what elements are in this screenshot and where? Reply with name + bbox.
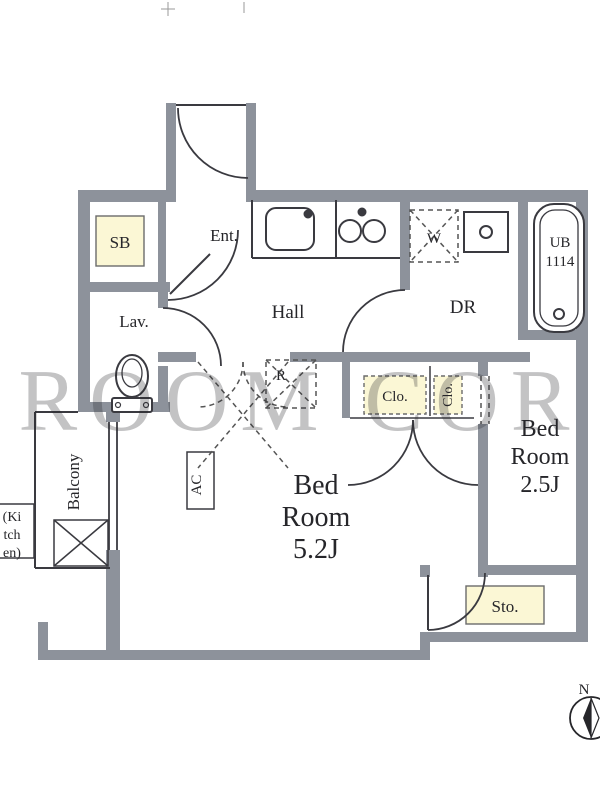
kitchen-partial-label-3: en) bbox=[3, 546, 21, 561]
toilet-icon bbox=[111, 354, 153, 413]
dressing-room-label: DR bbox=[450, 297, 477, 318]
hall-label: Hall bbox=[272, 302, 305, 323]
kitchen-partial-label-1: (Ki bbox=[3, 510, 22, 525]
fridge-label: R bbox=[276, 368, 286, 384]
sink-icon bbox=[265, 207, 315, 251]
entry-door-arc bbox=[167, 229, 239, 301]
compass-north-label: N bbox=[579, 682, 590, 698]
entrance-label: Ent. bbox=[210, 226, 238, 245]
walls bbox=[38, 103, 588, 660]
balcony-window bbox=[108, 422, 118, 550]
lavatory-label: Lav. bbox=[119, 312, 149, 331]
sb-label: SB bbox=[110, 233, 131, 252]
kitchen-partial-label-2: tch bbox=[3, 528, 20, 543]
entry-step-line bbox=[169, 253, 211, 295]
balcony-label: Balcony bbox=[64, 453, 83, 510]
washer-label: W bbox=[427, 231, 442, 247]
labels: SB Ent. Hall Lav. W DR UB 1114 R Clo. Cl… bbox=[3, 226, 575, 616]
bedroom-second-label-2: Room bbox=[511, 444, 570, 470]
door-arcs bbox=[162, 107, 486, 631]
closet2-box bbox=[433, 375, 463, 415]
bedroom-second-label-1: Bed bbox=[521, 416, 560, 442]
ac-box bbox=[186, 451, 215, 510]
compass-icon: N bbox=[569, 682, 600, 740]
fixtures bbox=[0, 203, 585, 559]
bedroom-main-label-1: Bed bbox=[293, 470, 338, 501]
dashed-elements bbox=[197, 209, 490, 469]
watermark-text: ROOM COR bbox=[19, 353, 582, 450]
unit-bath-label-1: UB bbox=[550, 235, 571, 251]
unit-bath-label-2: 1114 bbox=[546, 254, 575, 270]
washer-space bbox=[409, 209, 459, 263]
highlight-boxes bbox=[95, 215, 545, 625]
storage-box bbox=[465, 585, 545, 625]
vanity-icon bbox=[463, 211, 509, 253]
balcony-hatch bbox=[53, 519, 109, 567]
fridge-space bbox=[265, 359, 317, 409]
closet-door-left-arc bbox=[347, 419, 414, 486]
closet-door-right-arc bbox=[412, 419, 479, 486]
kitchen-counter bbox=[251, 200, 400, 259]
storage-door-arc bbox=[427, 572, 486, 631]
sliding-door bbox=[480, 376, 490, 424]
closet1-label: Clo. bbox=[382, 389, 407, 405]
crop-marks bbox=[161, 2, 245, 16]
structure-lines bbox=[34, 104, 474, 630]
storage-label: Sto. bbox=[492, 597, 519, 616]
bathtub-icon bbox=[533, 203, 585, 333]
lavatory-door-arc bbox=[162, 307, 222, 367]
balcony-outline bbox=[34, 411, 110, 569]
stove-icon bbox=[338, 207, 386, 243]
bedroom-main-label-2: Room bbox=[282, 502, 351, 533]
bedroom-second-label-3: 2.5J bbox=[520, 472, 559, 498]
sb-box bbox=[95, 215, 145, 267]
bedroom-main-label-3: 5.2J bbox=[293, 534, 339, 565]
dressing-room-door-arc bbox=[342, 289, 406, 353]
kitchen-partial-box bbox=[0, 503, 35, 559]
closet2-label: Clo. bbox=[441, 383, 456, 407]
closet1-box bbox=[363, 375, 427, 415]
ac-label: AC bbox=[189, 475, 205, 496]
front-door-arc bbox=[177, 107, 249, 179]
